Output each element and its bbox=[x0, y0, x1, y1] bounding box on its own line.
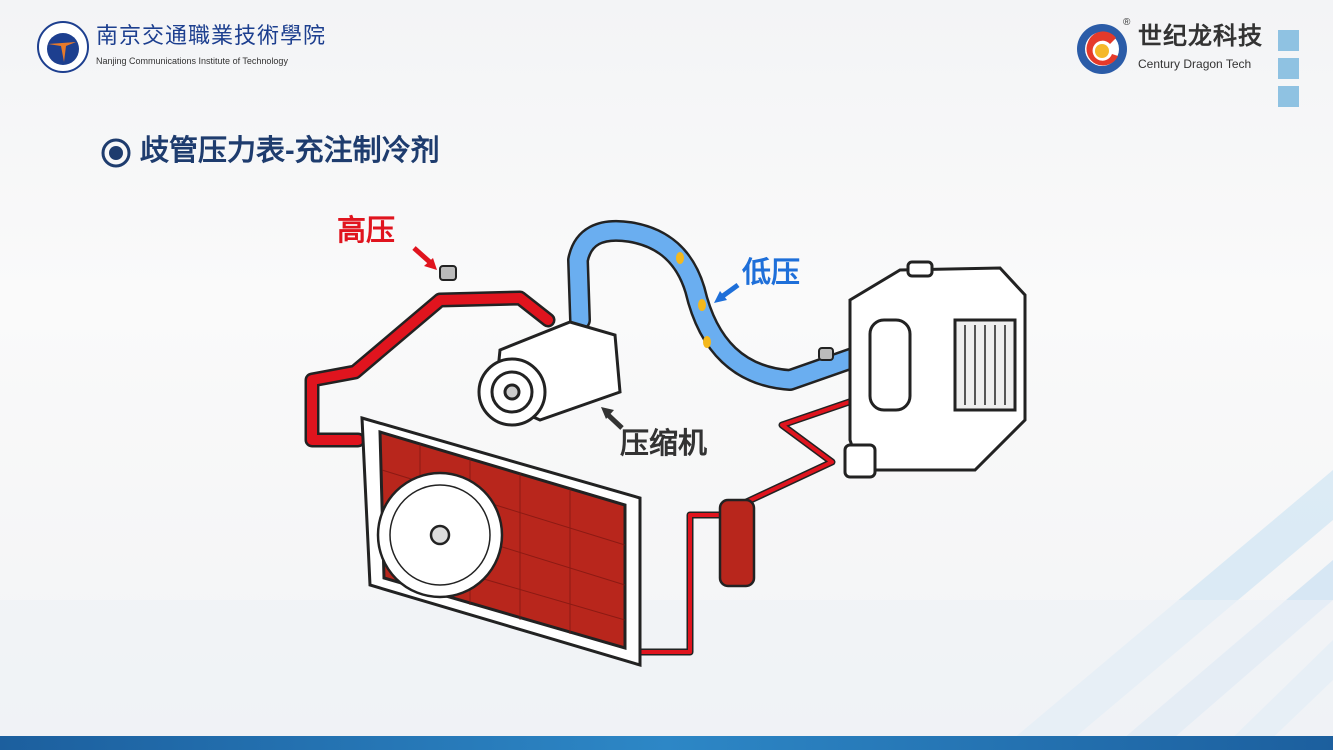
high-pressure-label: 高压 bbox=[337, 215, 396, 247]
evaporator bbox=[843, 260, 1027, 479]
school-name-en: Nanjing Communications Institute of Tech… bbox=[96, 56, 288, 66]
decor-square bbox=[1278, 86, 1299, 107]
compressor-label: 压缩机 bbox=[620, 428, 708, 460]
compressor bbox=[477, 320, 622, 427]
school-name: 南京交通職業技術學院 bbox=[96, 24, 327, 49]
bottom-bar bbox=[0, 736, 1333, 750]
decor-square bbox=[1278, 58, 1299, 79]
brand-name-en: Century Dragon Tech bbox=[1138, 57, 1252, 71]
receiver-drier bbox=[718, 498, 756, 588]
slide-title: 歧管压力表-充注制冷剂 bbox=[140, 135, 440, 167]
fan bbox=[376, 471, 504, 599]
low-pressure-label: 低压 bbox=[742, 257, 801, 289]
school-logo-icon bbox=[37, 21, 89, 73]
decor-square bbox=[1278, 30, 1299, 51]
registered-mark: ® bbox=[1123, 17, 1131, 28]
bullet-circle-icon bbox=[101, 138, 131, 168]
brand-name: 世纪龙科技 bbox=[1138, 23, 1263, 50]
arrow-icon bbox=[412, 246, 740, 430]
brand-logo-icon bbox=[1077, 24, 1127, 74]
